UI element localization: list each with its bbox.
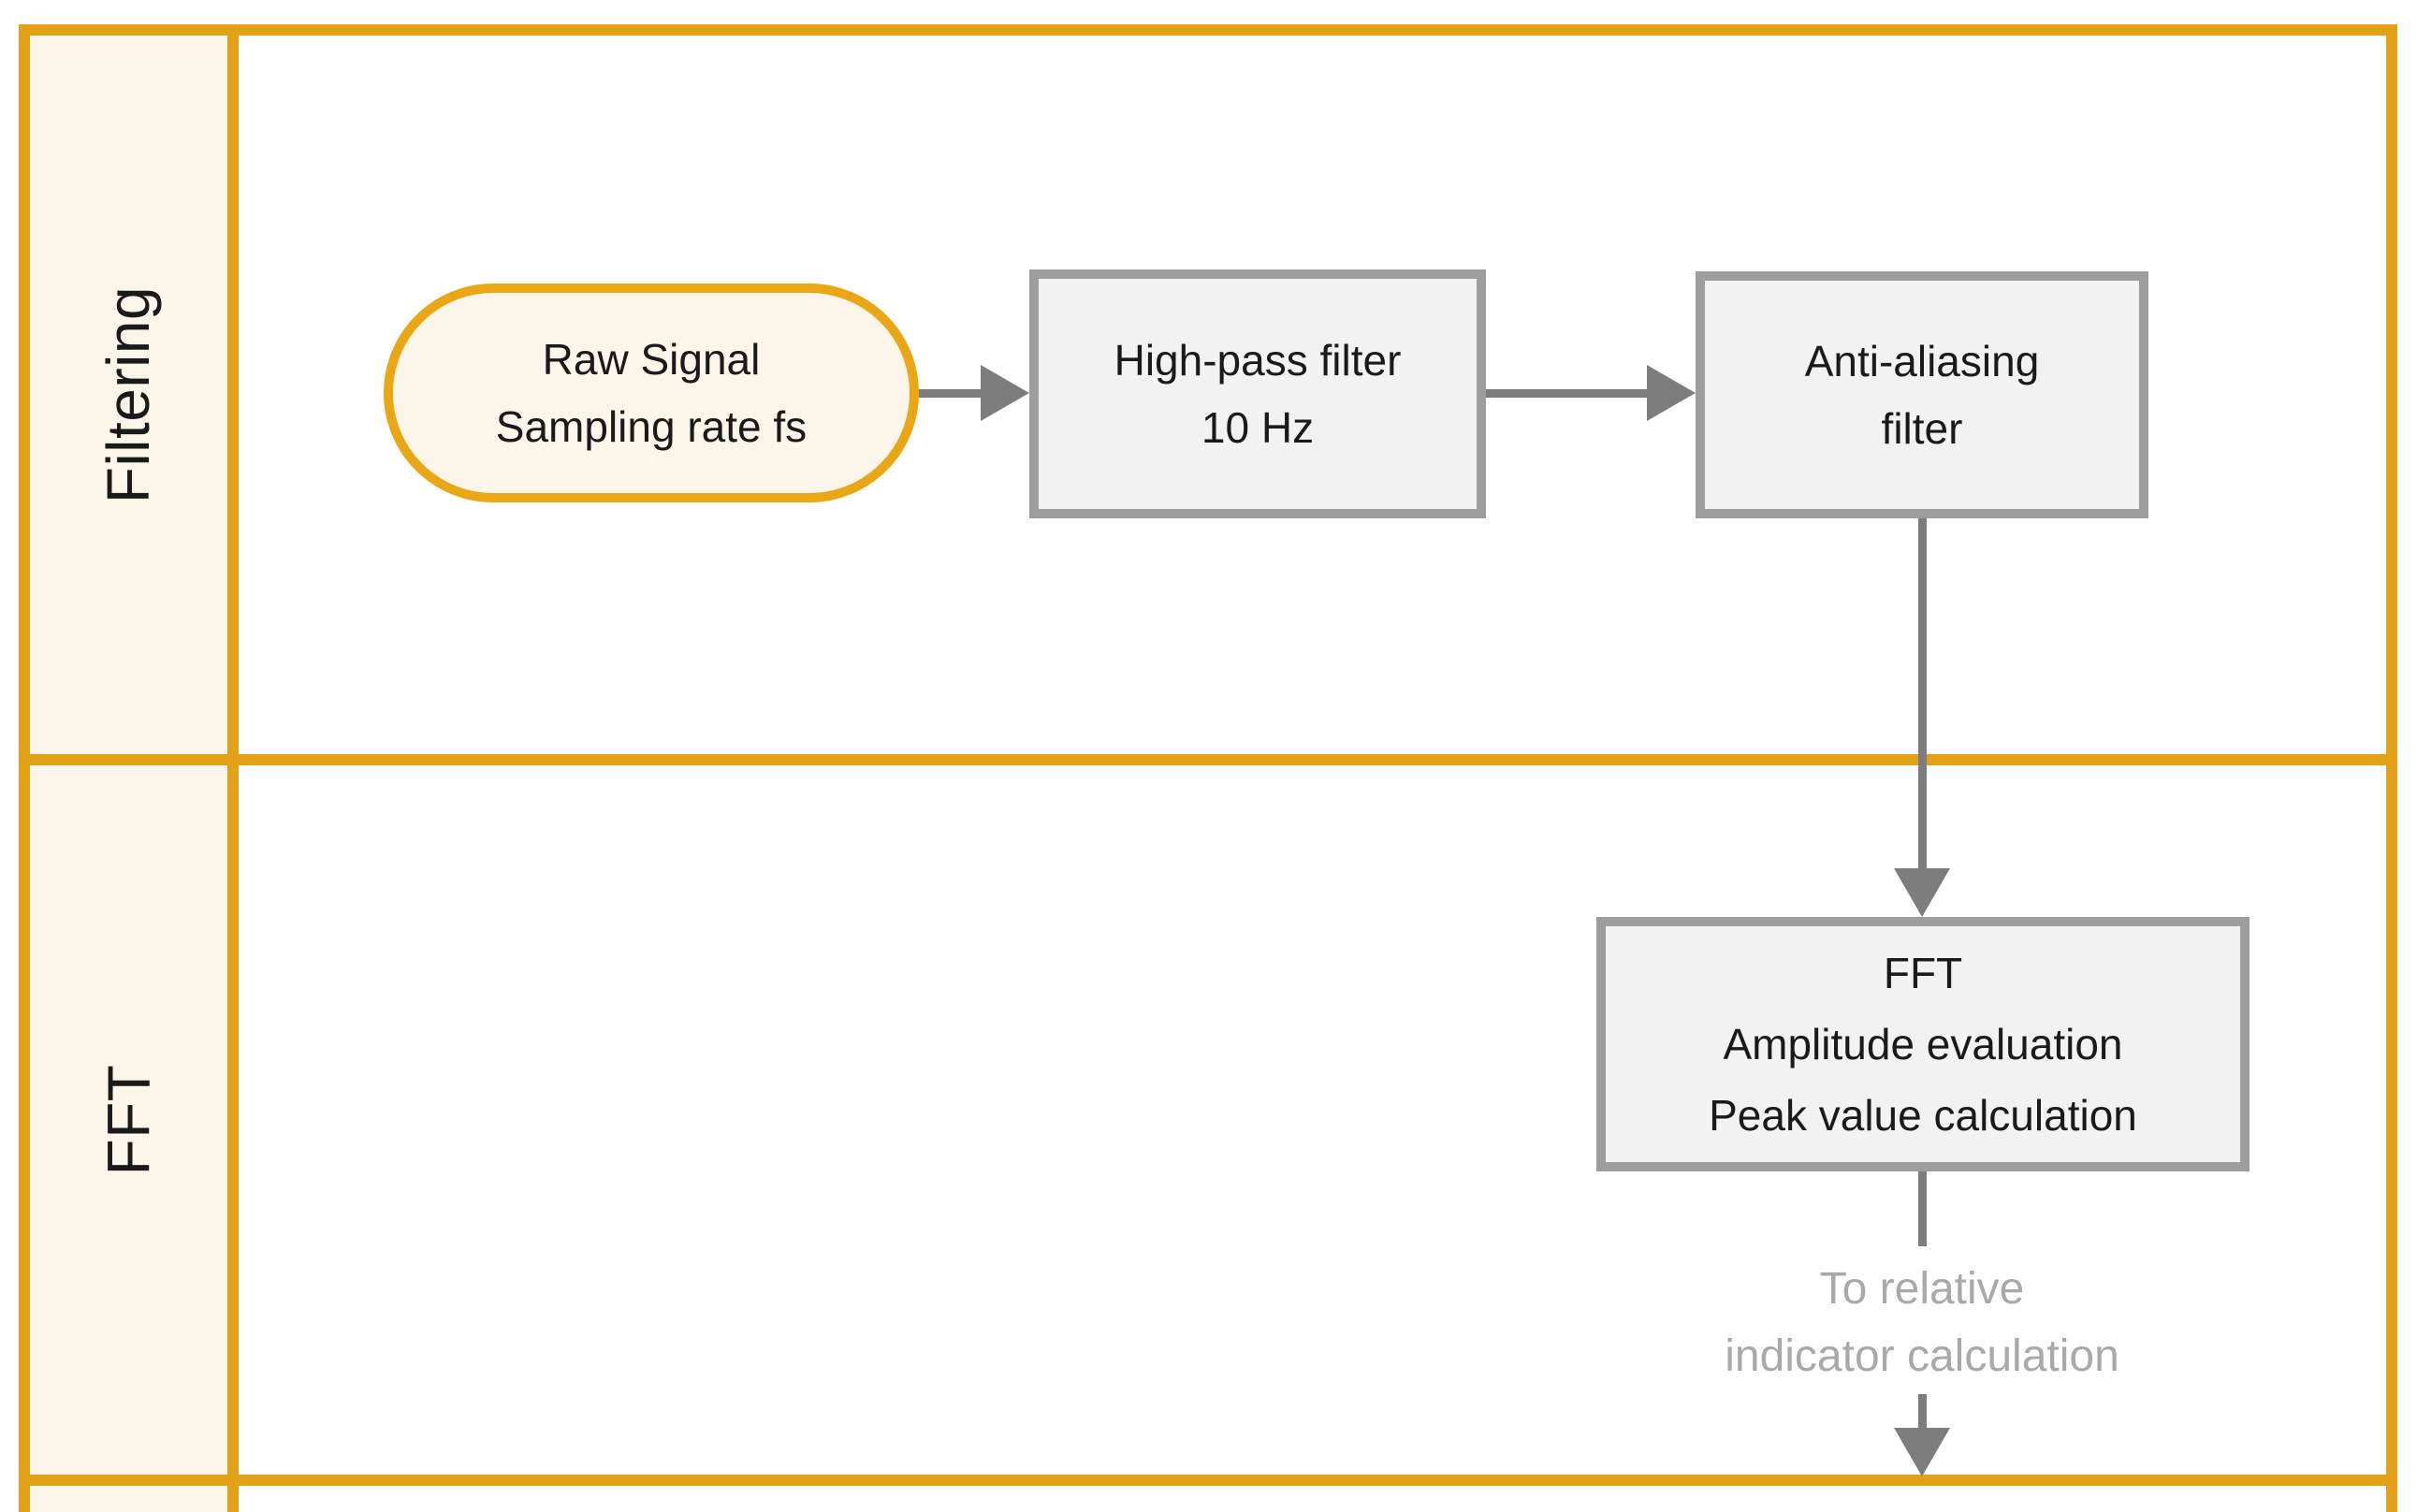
frame-right-border xyxy=(2386,24,2397,1512)
lane-divider-filtering-fft xyxy=(19,754,2397,765)
lane-label-filtering: Filtering xyxy=(95,285,163,504)
raw-signal-line2: Sampling rate fs xyxy=(495,402,808,451)
note-line1: To relative xyxy=(1819,1264,2025,1314)
lane-label-fft: FFT xyxy=(95,1064,163,1176)
node-fft: FFT Amplitude evaluation Peak value calc… xyxy=(1596,917,2250,1171)
fft-line1: FFT xyxy=(1883,949,1963,997)
note-to-relative-indicator: To relative indicator calculation xyxy=(1548,1256,2296,1390)
fft-line3: Peak value calculation xyxy=(1709,1091,2137,1140)
note-line2: indicator calculation xyxy=(1725,1331,2119,1381)
arrow-raw-to-highpass-head xyxy=(981,365,1029,421)
arrow-note-to-next-lane-head xyxy=(1894,1428,1950,1476)
fft-line2: Amplitude evaluation xyxy=(1723,1020,2123,1069)
node-highpass-filter: High-pass filter 10 Hz xyxy=(1029,269,1486,518)
arrow-antialiasing-to-fft-shaft xyxy=(1918,518,1927,868)
node-raw-signal: Raw Signal Sampling rate fs xyxy=(384,284,919,502)
arrow-highpass-to-antialiasing-head xyxy=(1647,365,1696,421)
arrow-highpass-to-antialiasing-shaft xyxy=(1486,389,1647,398)
lane-header-filtering: Filtering xyxy=(30,36,227,754)
antialiasing-line2: filter xyxy=(1881,404,1963,453)
connector-fft-to-note xyxy=(1918,1171,1927,1246)
node-antialiasing-filter: Anti-aliasing filter xyxy=(1696,271,2148,518)
highpass-line2: 10 Hz xyxy=(1201,403,1315,452)
lane-divider-fft-next xyxy=(19,1475,2397,1486)
lane-header-fft: FFT xyxy=(30,765,227,1475)
arrow-antialiasing-to-fft-head xyxy=(1894,868,1950,917)
raw-signal-line1: Raw Signal xyxy=(542,335,761,384)
arrow-raw-to-highpass-shaft xyxy=(919,389,981,398)
antialiasing-line1: Anti-aliasing xyxy=(1804,337,2040,385)
frame-top-border xyxy=(19,24,2397,36)
frame-left-border xyxy=(19,24,30,1512)
highpass-line1: High-pass filter xyxy=(1114,336,1402,385)
arrow-note-to-next-lane-shaft xyxy=(1918,1394,1927,1428)
lane-header-divider xyxy=(227,24,239,1512)
lane-header-next-partial xyxy=(30,1486,227,1512)
